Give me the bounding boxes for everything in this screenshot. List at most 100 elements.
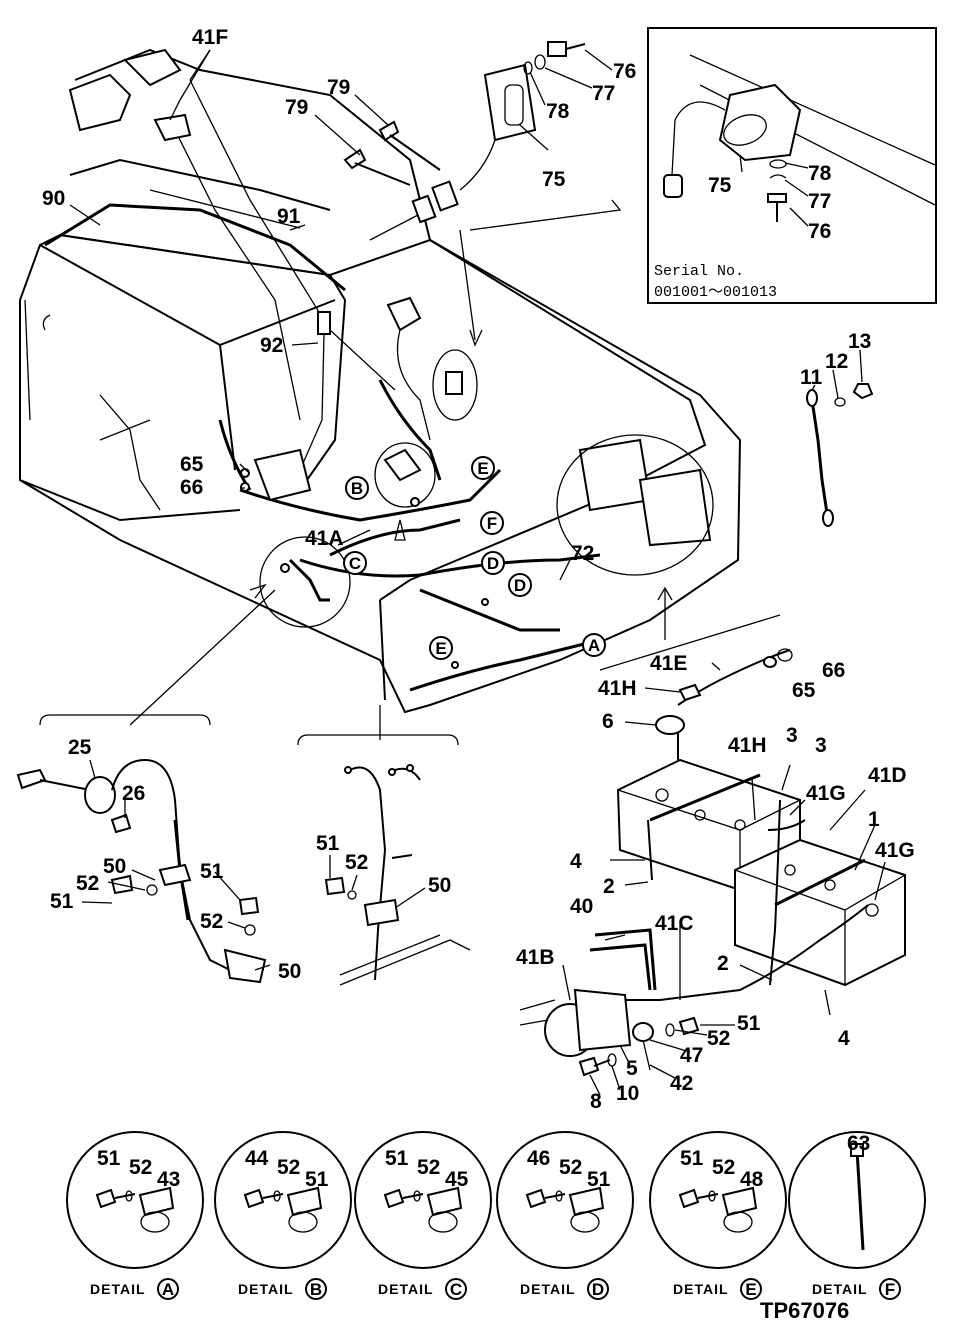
callout-51b: 51: [50, 890, 74, 913]
detail-part-label: 51: [305, 1168, 329, 1191]
svg-text:C: C: [349, 554, 361, 573]
callout-5: 5: [626, 1057, 638, 1080]
callout-6: 6: [602, 710, 614, 733]
clamp-shape: [568, 1186, 605, 1217]
callout-13: 13: [848, 330, 871, 353]
detail-part-label: 63: [847, 1132, 870, 1155]
svg-text:E: E: [477, 459, 488, 478]
callout-79b: 79: [327, 76, 350, 99]
detail-letter: A: [162, 1280, 174, 1299]
detail-part-label: 52: [417, 1156, 440, 1179]
callout-8: 8: [590, 1090, 602, 1113]
callout-12: 12: [825, 350, 848, 373]
marker-D2: D: [508, 573, 532, 597]
washer: [273, 1190, 281, 1202]
svg-text:F: F: [487, 514, 497, 533]
callout-25: 25: [68, 736, 92, 759]
center-detail: [297, 734, 471, 986]
bolt-head: [525, 1188, 547, 1209]
callout-1: 1: [868, 808, 880, 831]
marker-F: F: [480, 511, 504, 535]
detail-circle: [66, 1131, 204, 1269]
detail-letter-circle: [587, 1278, 609, 1300]
left-detail: [16, 714, 267, 984]
machine-body: [19, 48, 781, 740]
bolt-head: [383, 1188, 405, 1209]
clamp-loop: [140, 1211, 170, 1233]
serial-label: Serial No.: [654, 263, 744, 280]
callout-52a: 52: [707, 1027, 730, 1050]
detail-markers: B C E F D D A E: [343, 456, 606, 660]
clamp-loop: [723, 1211, 753, 1233]
callout-47: 47: [680, 1044, 703, 1067]
callout-3a: 3: [786, 724, 798, 747]
detail-part-label: 51: [97, 1147, 121, 1170]
detail-letter: F: [885, 1280, 895, 1299]
detail-part-label: 46: [527, 1147, 550, 1170]
detail-letter: C: [450, 1280, 462, 1299]
detail-caption: DETAIL: [238, 1281, 294, 1297]
marker-B: B: [345, 476, 369, 500]
marker-E1: E: [471, 456, 495, 480]
callout-41E: 41E: [650, 652, 687, 675]
callout-79a: 79: [285, 96, 308, 119]
washer: [708, 1190, 716, 1202]
cable-tie-head: [850, 1143, 864, 1157]
callout-41G-a: 41G: [806, 782, 846, 805]
clamp-shape: [721, 1186, 758, 1217]
callout-77b: 77: [808, 190, 831, 213]
callout-78a: 78: [546, 100, 570, 123]
callout-66a: 66: [180, 476, 203, 499]
detail-part-label: 48: [740, 1168, 764, 1191]
callout-42: 42: [670, 1072, 693, 1095]
bolt-head: [95, 1188, 117, 1209]
clamp-loop: [288, 1211, 318, 1233]
svg-text:D: D: [487, 554, 499, 573]
washer: [555, 1190, 563, 1202]
callout-26: 26: [122, 782, 145, 805]
detail-letter: B: [310, 1280, 322, 1299]
ground-strap: [806, 383, 874, 527]
callout-66b: 66: [822, 659, 845, 682]
callout-41C: 41C: [655, 912, 694, 935]
detail-part-label: 52: [712, 1156, 735, 1179]
detail-caption: DETAIL: [378, 1281, 434, 1297]
lamp-assembly: [343, 41, 622, 241]
callout-4a: 4: [570, 850, 582, 873]
clamp-loop: [570, 1211, 600, 1233]
marker-C: C: [343, 551, 367, 575]
svg-text:A: A: [588, 636, 600, 655]
clamp-shape: [138, 1186, 175, 1217]
callout-52c: 52: [200, 910, 223, 933]
callout-50c: 50: [428, 874, 451, 897]
detail-letter-circle: [879, 1278, 901, 1300]
callout-51a: 51: [737, 1012, 761, 1035]
washer: [125, 1190, 133, 1202]
callout-76b: 76: [808, 220, 831, 243]
callout-75b: 75: [708, 174, 732, 197]
callout-41D: 41D: [868, 764, 907, 787]
detail-circle: [649, 1131, 787, 1269]
callout-91: 91: [277, 205, 301, 228]
svg-text:D: D: [514, 576, 526, 595]
battery-assembly: [519, 648, 906, 1077]
callout-72: 72: [571, 542, 594, 565]
detail-circle: [214, 1131, 352, 1269]
callout-41F: 41F: [192, 26, 228, 49]
detail-letter-circle: [305, 1278, 327, 1300]
svg-text:B: B: [351, 479, 363, 498]
inset-box: Serial No. 001001～001013: [647, 27, 937, 304]
detail-letter-circle: [740, 1278, 762, 1300]
detail-letter-circle: [445, 1278, 467, 1300]
clamp-shape: [426, 1186, 463, 1217]
detail-part-label: 51: [587, 1168, 611, 1191]
detail-part-label: 45: [445, 1168, 469, 1191]
svg-text:E: E: [435, 639, 446, 658]
callout-2a: 2: [603, 875, 615, 898]
